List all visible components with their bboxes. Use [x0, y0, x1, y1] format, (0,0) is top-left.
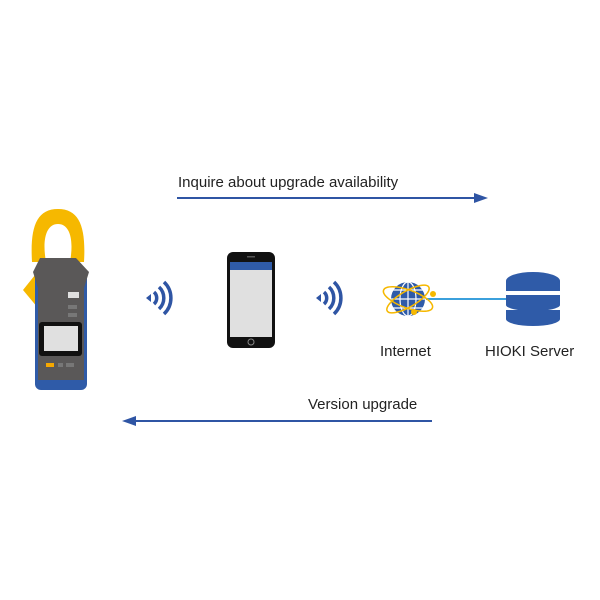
smartphone-icon: [227, 252, 275, 348]
server-database-icon: [506, 272, 560, 326]
globe-icon: [382, 281, 436, 317]
wireless-signal-icon: [146, 280, 173, 316]
clamp-meter-icon: [23, 209, 89, 390]
version-upgrade-label: Version upgrade: [308, 396, 418, 413]
inquire-arrow: [177, 193, 488, 203]
wireless-signal-icon: [316, 280, 343, 316]
upgrade-arrow: [122, 416, 432, 426]
inquire-label: Inquire about upgrade availability: [178, 174, 399, 191]
hioki-server-label: HIOKI Server: [485, 343, 575, 360]
internet-label: Internet: [380, 343, 431, 360]
